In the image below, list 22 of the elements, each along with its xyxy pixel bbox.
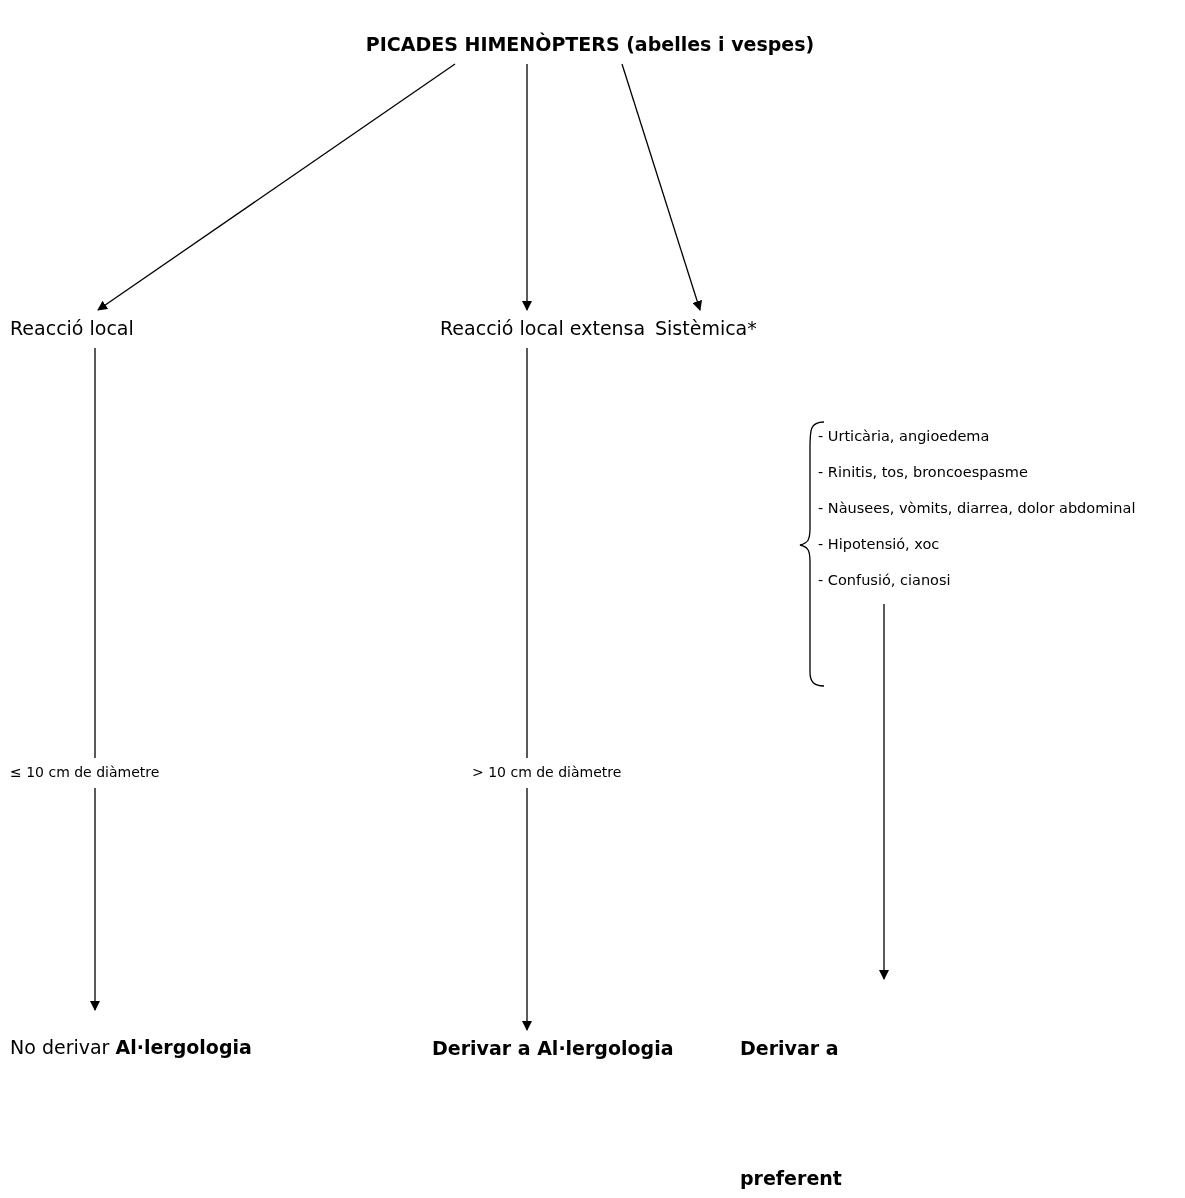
symptom-item: - Nàusees, vòmits, diarrea, dolor abdominal (818, 499, 1137, 518)
flow-text: Sistèmica* (655, 314, 795, 342)
flow-text: > 10 cm de diàmetre (472, 762, 712, 782)
arrow (90, 787, 100, 1011)
arrow (522, 63, 532, 311)
arrow (879, 603, 889, 980)
flow-text: No derivar Al·lergologia (10, 1014, 270, 1081)
symptom-item: - Urticària, angioedema (818, 427, 991, 446)
symptom-item: - Rinitis, tos, broncoespasme (818, 463, 1029, 482)
connector-line (94, 347, 96, 759)
flow-text: Derivar a Al·lergologia (432, 1034, 732, 1062)
flow-text: Reacció local extensa (440, 314, 650, 342)
arrow (97, 63, 456, 311)
flow-text: Derivar a preferent (740, 983, 890, 1198)
connector-line (526, 347, 528, 759)
flow-text: PICADES HIMENÒPTERS (abelles i vespes) (290, 30, 890, 58)
flow-text: ≤ 10 cm de diàmetre (10, 762, 250, 782)
flow-text: Reacció local (10, 314, 210, 342)
symptom-item: - Confusió, cianosi (818, 571, 952, 590)
arrow (621, 63, 703, 311)
arrow (522, 787, 532, 1031)
symptom-item: - Hipotensió, xoc (818, 535, 941, 554)
